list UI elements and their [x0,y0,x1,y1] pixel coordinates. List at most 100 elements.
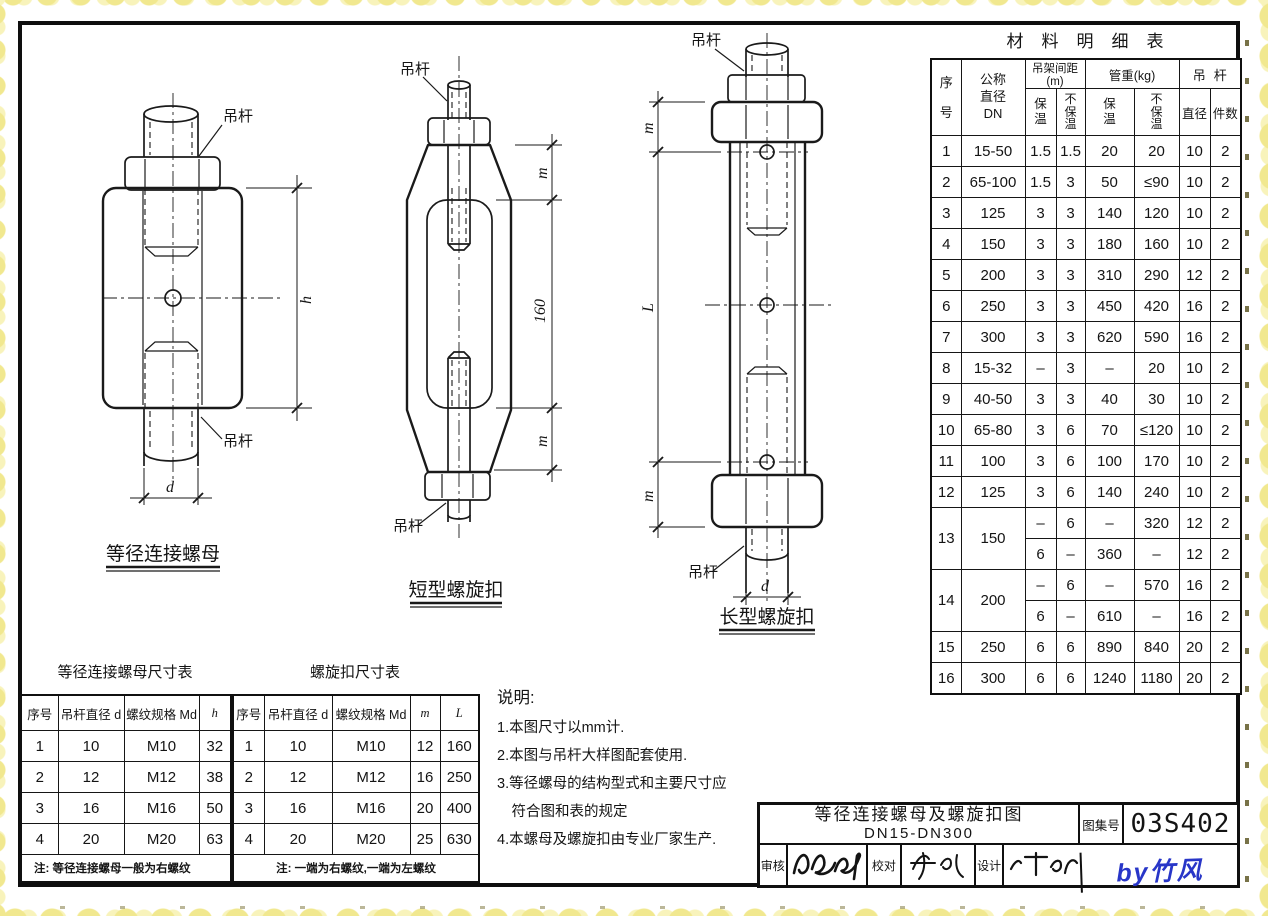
table-cell: 15-32 [960,352,1026,384]
rod-label-top: 吊杆 [223,108,253,125]
table-cell: 3 [1024,321,1057,353]
checker-signature [899,845,975,885]
signature-scrawl [1009,851,1078,877]
figure-caption: 等径连接螺母 [106,543,220,565]
table-cell: 125 [960,197,1026,229]
table-cell: 570 [1133,569,1180,601]
table-cell: 10 [1178,197,1211,229]
dim-m-top-label: m [534,167,551,179]
table-cell: 30 [1133,383,1180,415]
table-cell: 15 [930,631,962,663]
nut-large-top [710,100,824,144]
table-cell: 3 [1024,197,1057,229]
turnbuckle-size-table-title: 螺旋扣尺寸表 [309,664,400,681]
table-cell: 3 [1055,259,1086,291]
table-cell: 3 [232,792,265,824]
notes-title: 说明: [497,689,535,707]
table-cell: 5 [930,259,962,291]
drawing-title-line1: 等径连接螺母及螺旋扣图 [814,805,1024,824]
table-cell: 140 [1084,476,1135,508]
table-cell: M16 [331,792,411,824]
table-cell: 16 [1178,569,1211,601]
dim-h-label: h [298,296,315,304]
table-cell: 290 [1133,259,1180,291]
table-cell: – [1024,352,1057,384]
table-cell: 65-100 [960,166,1026,198]
table-cell: 20 [409,792,441,824]
table-cell: 32 [198,730,232,762]
table-cell: – [1084,352,1135,384]
table-cell: 20 [1084,135,1135,167]
table-cell: 2 [1209,135,1242,167]
table-cell: 16 [263,792,333,824]
table-cell: 2 [930,166,962,198]
reviewer-signature [785,845,867,885]
table-cell: 16 [1178,290,1211,322]
table-cell: 150 [960,507,1026,570]
table-cell: 7 [930,321,962,353]
table-cell: 14 [930,569,962,632]
table-cell: 6 [1055,507,1086,539]
table-cell: 420 [1133,290,1180,322]
atlas-number-label: 图集号 [1078,805,1122,843]
table-cell: 6 [1024,600,1057,632]
dim-d-label: d [761,578,770,595]
table-cell: 4 [20,823,59,855]
table-cell: 10 [57,730,125,762]
table-cell: 620 [1084,321,1135,353]
table-cell: 3 [1055,290,1086,322]
table-cell: 3 [930,197,962,229]
table-cell: 200 [960,259,1026,291]
note-item: 1.本图尺寸以mm计. [497,720,625,736]
note-item: 4.本螺母及螺旋扣由专业厂家生产. [497,832,717,848]
table-cell: 6 [930,290,962,322]
table-cell: 2 [1209,228,1242,260]
table-cell: 1 [232,730,265,762]
scan-edge-bottom [0,892,1268,916]
table-cell: 2 [1209,290,1242,322]
table-cell: 50 [198,792,232,824]
table-cell: ≤120 [1133,414,1180,446]
dim-m-top-label: m [640,122,657,134]
table-cell: 1240 [1084,662,1135,695]
rod-label-top: 吊杆 [691,32,721,49]
table-cell: 3 [1024,476,1057,508]
table-cell: 6 [1055,569,1086,601]
table-cell: 12 [1178,507,1211,539]
table-cell: ≤90 [1133,166,1180,198]
table-cell: 16 [57,792,125,824]
col-header: 螺纹规格 Md [331,694,411,731]
table-cell: 3 [1024,259,1057,291]
table-cell: 2 [1209,352,1242,384]
table-cell: 6 [1055,631,1086,663]
table-cell: 160 [439,730,480,762]
col-header-qty: 件数 [1209,88,1242,136]
table-cell: 2 [1209,166,1242,198]
table-cell: 2 [1209,476,1242,508]
table-cell: – [1133,600,1180,632]
col-header: 序号 [20,694,59,731]
table-cell: 2 [1209,197,1242,229]
table-cell: 200 [960,569,1026,632]
watermark-text: by竹风 [1079,847,1238,893]
table-note: 注: 一端为右螺纹,一端为左螺纹 [232,854,480,883]
table-cell: 15-50 [960,135,1026,167]
table-cell: 2 [1209,321,1242,353]
table-cell: – [1055,538,1086,570]
table-cell: 2 [1209,507,1242,539]
scan-edge-left [0,0,16,916]
